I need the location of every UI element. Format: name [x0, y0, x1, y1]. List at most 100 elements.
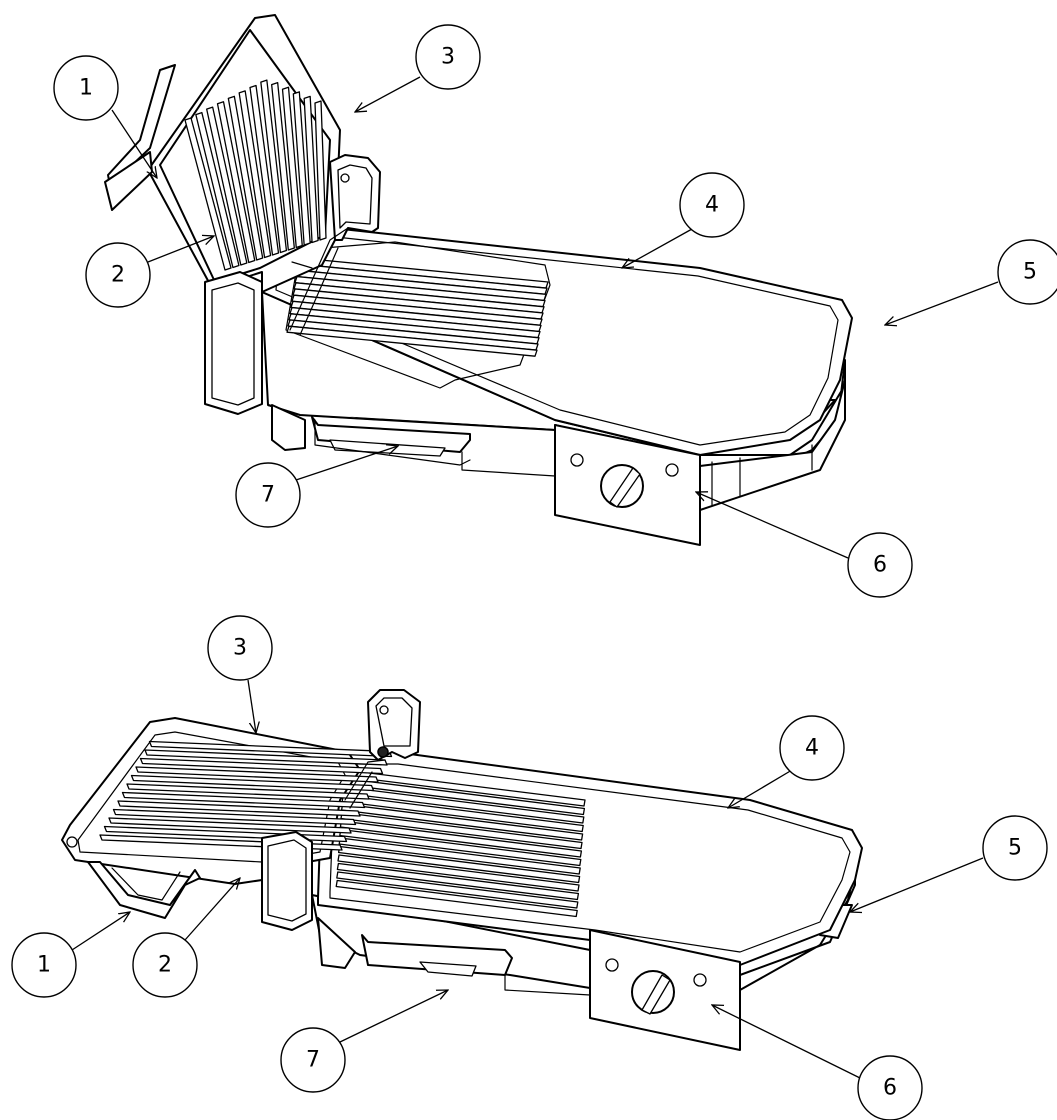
top-callout-leader-5: [885, 281, 999, 325]
upper-lid-ridge: [238, 90, 272, 259]
bottom-callout-leader-3: [247, 679, 256, 733]
top-callout-leader-4: [622, 228, 693, 268]
flat-lower-plate-ridge: [341, 794, 584, 833]
grill-open-view: [104, 14, 853, 546]
flat-lower-plate-ridge: [339, 828, 582, 867]
lid-handle-inner: [211, 282, 255, 406]
bottom-callout-label-2: 2: [158, 953, 172, 978]
top-callout-circle-7: [235, 462, 301, 528]
bottom-callout-6: 6: [712, 1005, 923, 1120]
top-callout-circle-4: [679, 172, 745, 238]
bottom-callout-leader-1: [71, 912, 130, 951]
bottom-callout-circle-6: [857, 1055, 923, 1120]
bottom-callout-2: 2: [132, 878, 240, 998]
flat-lower-plate-ridge: [340, 803, 584, 841]
drip-tray: [311, 416, 471, 453]
bottom-callout-leader-4: [728, 769, 793, 808]
bottom-callout-5: 5: [850, 815, 1048, 912]
callouts-bottom: 1 2 3 4 5 6 7: [11, 615, 1048, 1120]
top-callout-6: 6: [696, 492, 913, 598]
flat-upper-plate-ridge: [108, 817, 352, 834]
flat-lower-plate-ridge: [338, 837, 581, 875]
flat-hinge-screw: [379, 705, 389, 715]
grill-foot-left: [271, 404, 306, 451]
grill-side-wall: [711, 444, 813, 506]
upper-lid-ridge: [303, 95, 319, 244]
upper-lid-ridges: [184, 79, 327, 271]
upper-lid-ridge: [227, 95, 264, 261]
top-callout-7: 7: [235, 446, 398, 528]
bottom-callout-label-1: 1: [37, 953, 51, 978]
flat-foot-left: [317, 917, 356, 969]
upper-lid-ridge: [206, 106, 248, 266]
flat-lower-plate-ridge: [339, 820, 583, 858]
flat-upper-plate-ridge: [121, 791, 366, 809]
bottom-callout-circle-2: [132, 932, 198, 998]
upper-lid-ridge: [260, 79, 288, 254]
bottom-callout-label-5: 5: [1008, 836, 1022, 861]
lower-plate-ridge: [286, 325, 538, 357]
bottom-callout-circle-7: [280, 1027, 346, 1093]
top-callout-1: 1: [53, 55, 157, 178]
top-callout-label-7: 7: [261, 483, 275, 508]
upper-lid-ridge: [292, 91, 311, 246]
flat-upper-plate-ridges: [99, 740, 393, 851]
top-callout-label-6: 6: [873, 553, 887, 578]
upper-lid-ridge: [184, 117, 232, 271]
top-callout-circle-6: [847, 532, 913, 598]
flat-upper-plate-ridge: [130, 774, 375, 792]
flat-hinge-arm: [344, 759, 386, 809]
top-callout-circle-1: [53, 55, 119, 121]
flat-drip-tray: [361, 934, 513, 976]
flat-upper-plate-ridge: [112, 808, 357, 826]
hinge-arm: [289, 227, 349, 336]
top-callout-leader-2: [147, 236, 214, 263]
bottom-callout-leader-6: [712, 1005, 861, 1079]
flat-upper-plate-ridge: [117, 800, 361, 817]
flat-lower-plate-ridge: [337, 854, 580, 892]
bottom-callout-3: 3: [207, 615, 273, 733]
bottom-callout-label-7: 7: [306, 1048, 320, 1073]
bottom-callout-4: 4: [728, 715, 845, 808]
bottom-callout-label-3: 3: [233, 636, 247, 661]
upper-lid-ridge: [195, 111, 240, 269]
flat-hinge-pivot: [377, 746, 389, 758]
grill-flat-view: [61, 689, 863, 1051]
hinge-screw: [340, 173, 350, 183]
bottom-callout-7: 7: [280, 990, 448, 1093]
top-callout-label-5: 5: [1023, 260, 1037, 285]
bottom-callout-circle-5: [982, 815, 1048, 881]
top-callout-circle-5: [997, 239, 1057, 305]
bottom-callout-leader-7: [339, 990, 448, 1043]
flat-upper-plate-ridge: [126, 783, 370, 800]
temperature-knob-grip: [609, 467, 641, 508]
flat-support-stand-inner: [111, 867, 181, 901]
flat-drip-tray-slot: [504, 974, 591, 996]
upper-lid-ridge: [249, 84, 280, 256]
flat-upper-plate-ridge: [135, 766, 379, 783]
flat-handle-inner: [267, 839, 307, 922]
bottom-callout-label-4: 4: [805, 736, 819, 761]
top-callout-3: 3: [355, 24, 481, 112]
upper-lid-ridge: [216, 101, 256, 264]
flat-upper-plate-ridge: [144, 749, 388, 766]
upper-lid-ridge: [271, 82, 295, 251]
upper-lid-ridge: [281, 86, 303, 249]
flat-lower-plate-ridge: [340, 811, 583, 850]
lid-support-leg: [107, 64, 176, 187]
upper-lid-ridge: [314, 100, 327, 241]
callouts-top: 1 2 3 4 5 6 7: [53, 24, 1057, 598]
bottom-callout-leader-2: [184, 878, 240, 941]
top-callout-leader-1: [111, 109, 157, 178]
top-callout-label-3: 3: [441, 45, 455, 70]
indicator-light-left: [570, 453, 584, 467]
flat-support-stand: [87, 861, 201, 919]
top-callout-4: 4: [622, 172, 745, 268]
lower-plate-ridges: [286, 257, 549, 357]
top-callout-label-2: 2: [111, 263, 125, 288]
bottom-callout-circle-1: [11, 932, 77, 998]
bottom-callout-leader-5: [850, 857, 984, 912]
flat-plate-corner-screw: [66, 836, 78, 848]
flat-lower-plate-ridge: [336, 862, 580, 901]
